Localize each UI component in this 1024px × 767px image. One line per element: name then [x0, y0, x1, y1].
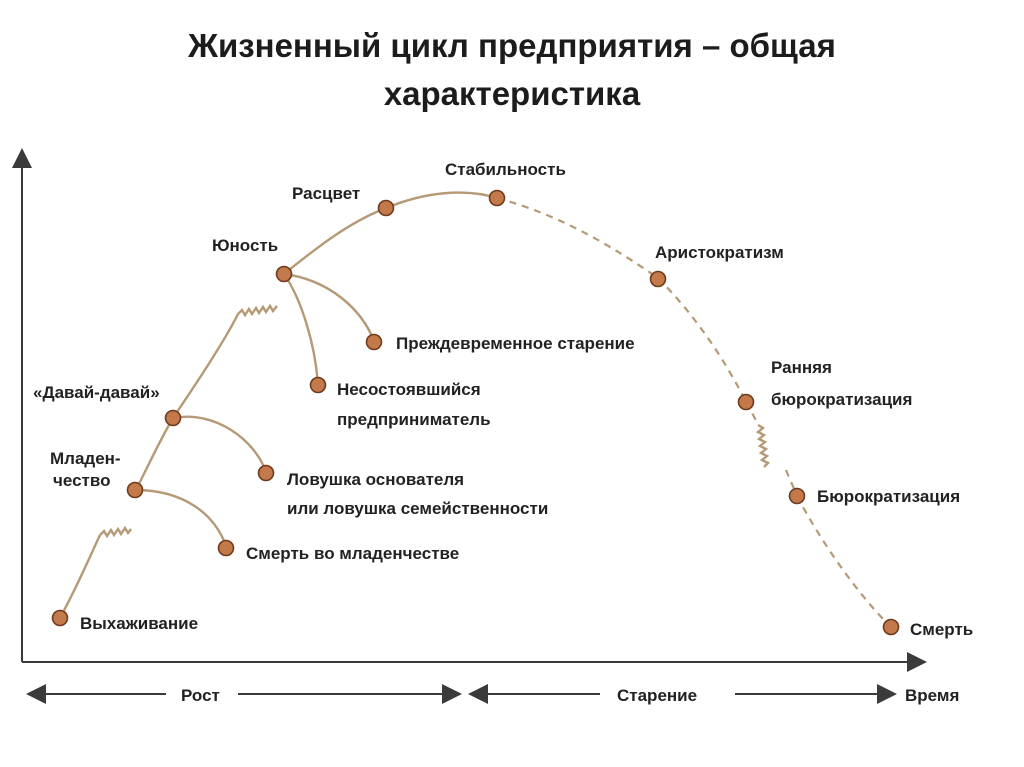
aging-curve — [496, 196, 659, 279]
trap-dot-prezhdevremennoe — [365, 333, 383, 351]
stage-dot-rannyaya — [737, 393, 755, 411]
trap-branch — [172, 415, 268, 473]
axis-label-time: Время — [905, 686, 959, 705]
title-line-1: Жизненный цикл предприятия – общая — [188, 27, 836, 64]
stage-label-rannyaya-2: бюрократизация — [771, 390, 912, 409]
stage-label-mladenchestvo-2: чество — [53, 471, 111, 490]
trap-branch — [283, 273, 320, 385]
stage-dot-aristokratizm — [649, 270, 667, 288]
stage-label-vyhazhivanie: Выхаживание — [80, 614, 198, 633]
stage-label-mladenchestvo-1: Младен- — [50, 449, 121, 468]
trap-dot-smert-mladenchestvo — [217, 539, 235, 557]
stage-label-yunost: Юность — [212, 236, 278, 255]
trap-label-prezhdevremennoe: Преждевременное старение — [396, 334, 635, 353]
stage-label-byurokratizaciya: Бюрократизация — [817, 487, 960, 506]
title-line-2: характеристика — [383, 75, 641, 112]
stage-dot-mladenchestvo — [126, 481, 144, 499]
stage-label-smert: Смерть — [910, 620, 973, 639]
growth-curve-segment — [172, 313, 240, 419]
youth-spring — [237, 303, 278, 318]
slide-title: Жизненный цикл предприятия – общая харак… — [0, 22, 1024, 118]
aging-curve — [796, 495, 892, 628]
growth-curve-segment — [385, 191, 498, 210]
stage-label-davai: «Давай-давай» — [33, 383, 160, 402]
trap-branch — [283, 272, 376, 342]
trap-dot-lovushka — [257, 464, 275, 482]
axis-label-growth: Рост — [181, 686, 220, 705]
trap-label-nesost-2: предприниматель — [337, 410, 491, 429]
stage-label-stabilnost: Стабильность — [445, 160, 566, 179]
stage-dot-davai — [164, 409, 182, 427]
trap-dot-nesost — [309, 376, 327, 394]
stage-dot-vyhazhivanie — [51, 609, 69, 627]
trap-label-lovushka-2: или ловушка семейственности — [287, 499, 548, 518]
trap-branch — [134, 488, 228, 547]
stage-dot-smert — [882, 618, 900, 636]
growth-curve-segment — [283, 206, 387, 275]
stage-dot-byurokratizaciya — [788, 487, 806, 505]
bureaucracy-spring — [755, 423, 771, 468]
stage-label-rascvet: Расцвет — [292, 184, 360, 203]
stage-dot-yunost — [275, 265, 293, 283]
growth-curve-segment — [133, 417, 175, 493]
aging-curve — [657, 277, 747, 403]
growth-curve-segment — [58, 534, 102, 619]
trap-label-nesost-1: Несостоявшийся — [337, 380, 481, 399]
stage-dot-rascvet — [377, 199, 395, 217]
axis-label-aging: Старение — [617, 686, 697, 705]
infancy-spring — [99, 525, 132, 539]
trap-label-lovushka-1: Ловушка основателя — [287, 470, 464, 489]
stage-dot-stabilnost — [488, 189, 506, 207]
stage-label-aristokratizm: Аристократизм — [655, 243, 784, 262]
stage-label-rannyaya-1: Ранняя — [771, 358, 832, 377]
trap-label-smert-mladenchestvo: Смерть во младенчестве — [246, 544, 459, 563]
